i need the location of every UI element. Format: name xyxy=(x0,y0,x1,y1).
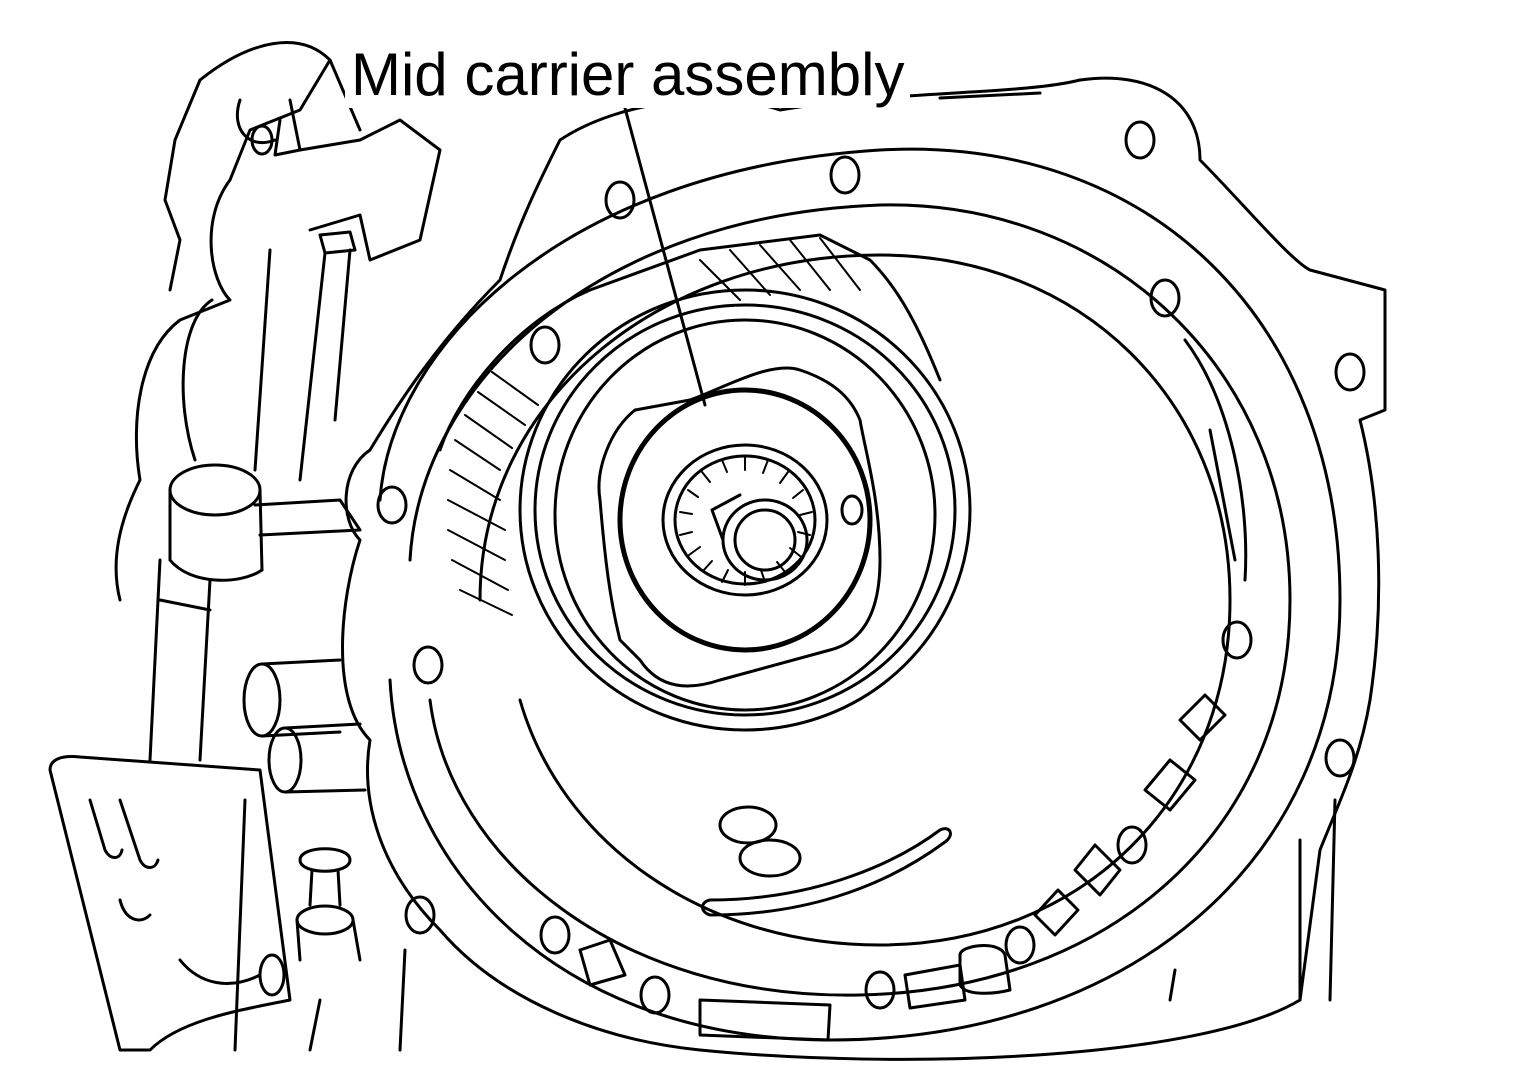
mid-carrier-assembly xyxy=(438,233,972,732)
gear-teeth xyxy=(447,237,861,616)
housing-flange-group xyxy=(341,76,1387,1061)
callout-leader-line xyxy=(623,106,707,407)
left-housing-group xyxy=(48,41,442,1052)
callout-underline-right xyxy=(938,91,1042,100)
callout-label: Mid carrier assembly xyxy=(345,42,911,108)
bearing-rollers xyxy=(679,455,813,586)
